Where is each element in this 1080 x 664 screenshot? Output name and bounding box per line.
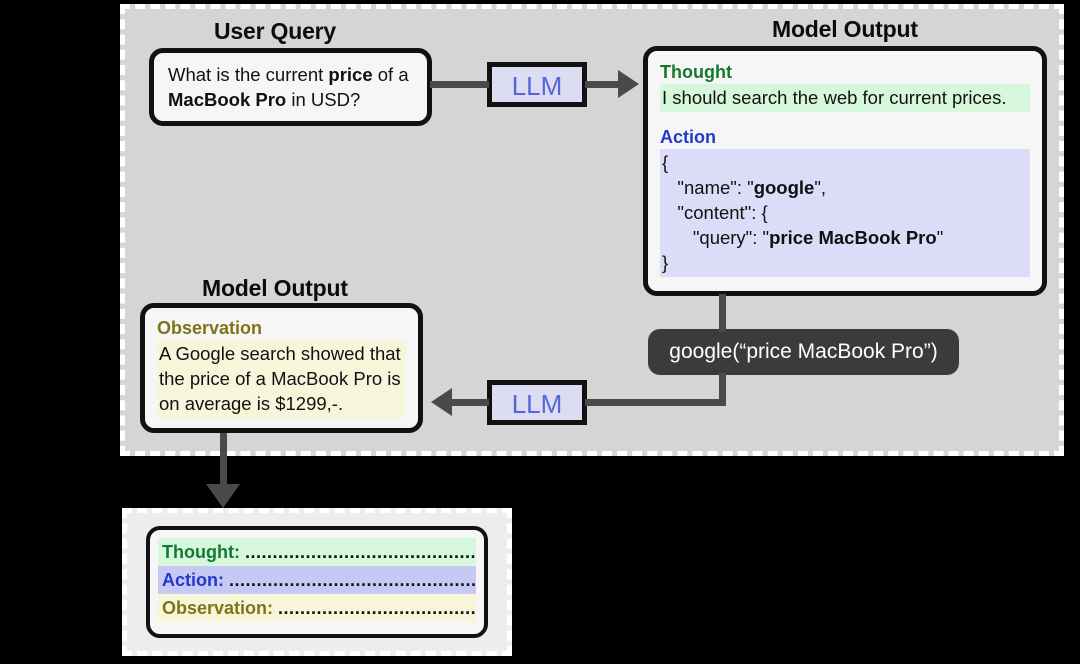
user-query-line1-a: What is the current [168, 64, 329, 85]
user-query-text: What is the current price of a MacBook P… [168, 62, 413, 112]
connector-action-to-tool-call [719, 294, 726, 332]
action-tool-name: google [753, 177, 815, 198]
user-query-line1-b: of a [372, 64, 409, 85]
thought-label: Thought [660, 62, 732, 82]
thought-body: I should search the web for current pric… [660, 84, 1030, 112]
action-body: { "name": "google", "content": { "query"… [660, 149, 1030, 277]
action-json-line4-post: " [936, 227, 944, 248]
user-query-card: What is the current price of a MacBook P… [149, 48, 432, 126]
observation-card: Observation A Google search showed that t… [140, 303, 423, 433]
arrowhead-left-icon [431, 388, 452, 416]
action-json-line2-pre: "name": " [662, 177, 754, 198]
arrowhead-down-icon [206, 484, 240, 508]
summary-thought-dots: ........................................… [244, 542, 476, 562]
model-output-bottom-caption: Model Output [202, 275, 348, 301]
summary-thought-key: Thought: [162, 542, 240, 562]
action-json-line4-pre: "query": " [662, 227, 770, 248]
action-query-value: price MacBook Pro [769, 227, 937, 248]
action-label: Action [660, 127, 716, 147]
summary-row-action: Action: ................................… [158, 566, 476, 594]
llm-box-top: LLM [487, 62, 587, 107]
user-query-line2-b: in USD? [286, 89, 361, 110]
connector-llm-to-model-output [585, 81, 627, 88]
model-output-top-caption: Model Output [772, 16, 918, 42]
llm-box-bottom: LLM [487, 380, 587, 425]
user-query-line1-bold: price [328, 64, 373, 85]
connector-observation-to-summary [220, 433, 227, 486]
summary-row-thought: Thought: ...............................… [158, 538, 476, 566]
summary-card: Thought: ...............................… [146, 526, 488, 638]
summary-observation-key: Observation: [162, 598, 274, 618]
user-query-line2-bold: MacBook Pro [168, 89, 287, 110]
tool-call-pill: google(“price MacBook Pro”) [648, 329, 959, 375]
connector-llm-to-observation [452, 399, 489, 406]
field-spacer [660, 112, 1030, 126]
connector-tool-call-to-llm [585, 399, 726, 406]
action-json-line1: { [662, 152, 669, 173]
user-query-caption: User Query [214, 18, 337, 44]
observation-label: Observation [157, 318, 263, 338]
model-output-top-card: Thought I should search the web for curr… [643, 46, 1047, 296]
connector-tool-call-down [719, 373, 726, 403]
summary-row-observation: Observation: ...........................… [158, 594, 476, 622]
connector-query-to-llm [430, 81, 489, 88]
action-json-line2-post: ", [814, 177, 827, 198]
arrowhead-right-icon [618, 70, 639, 98]
summary-observation-dots: ...................................... [278, 598, 476, 618]
observation-line2: the price of a MacBook Pro is [159, 368, 401, 389]
action-json-line3: "content": { [662, 202, 768, 223]
observation-body: A Google search showed that the price of … [157, 340, 406, 418]
action-json-line5: } [662, 252, 669, 273]
observation-line1: A Google search showed that [159, 343, 401, 364]
summary-action-key: Action: [162, 570, 224, 590]
observation-line3: on average is $1299,-. [159, 393, 344, 414]
summary-action-dots: ........................................… [229, 570, 476, 590]
